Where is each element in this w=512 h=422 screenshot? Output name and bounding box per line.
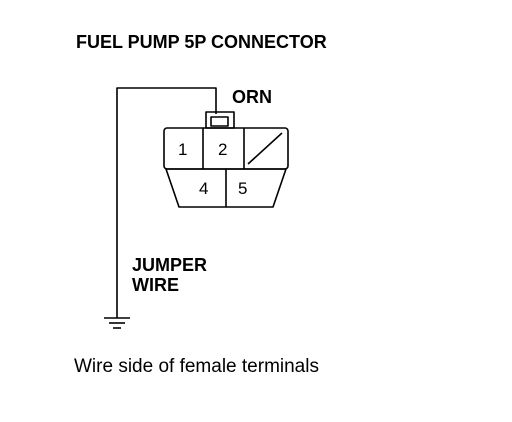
jumper-label-line1: JUMPER	[132, 255, 208, 275]
jumper-wire-label: JUMPER WIRE	[132, 255, 208, 296]
ground-icon	[104, 317, 130, 329]
diagram-caption: Wire side of female terminals	[74, 356, 319, 377]
pin-2-label: 2	[218, 140, 227, 159]
pin-4-label: 4	[199, 179, 208, 198]
jumper-label-line2: WIRE	[132, 274, 179, 295]
pin-1-label: 1	[178, 140, 187, 159]
wire-color-label: ORN	[232, 87, 272, 107]
jumper-wire	[116, 87, 217, 318]
connector-lower-row	[165, 168, 287, 208]
pin-5-label: 5	[238, 179, 247, 198]
diagram-title: FUEL PUMP 5P CONNECTOR	[76, 32, 327, 52]
pin3-blank-mark	[247, 132, 283, 165]
pin2-terminal-inner	[210, 116, 229, 127]
